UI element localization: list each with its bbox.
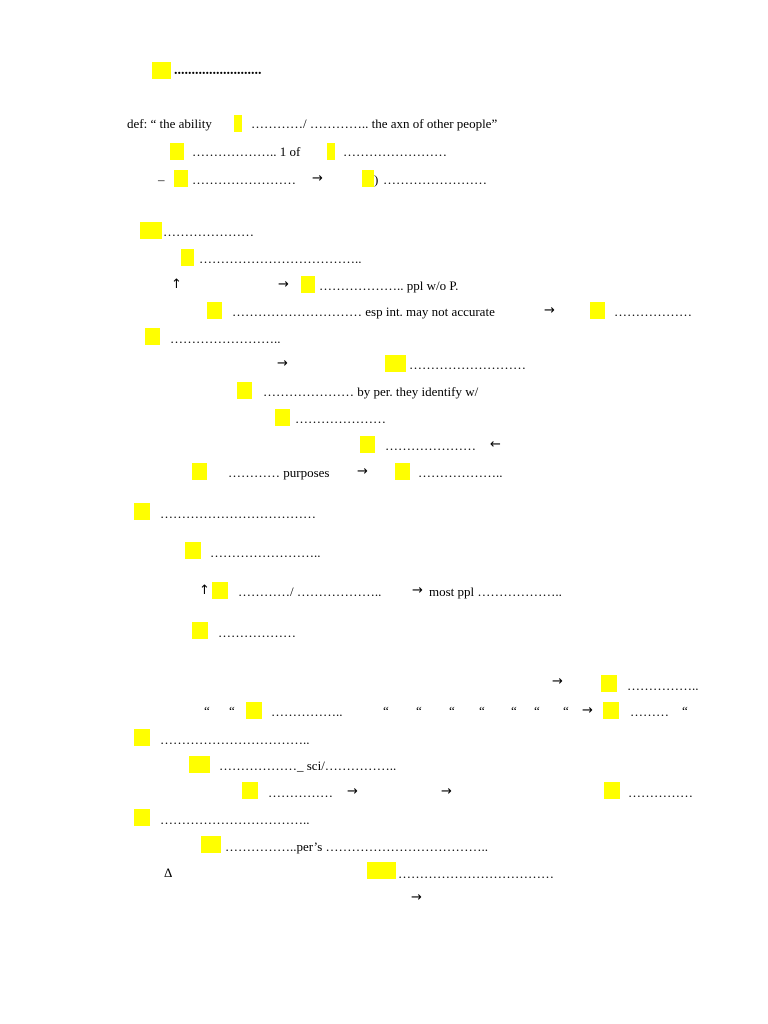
definition-label: def: “ the ability bbox=[127, 116, 212, 131]
line-text: ……………………… bbox=[409, 357, 526, 372]
page-title: ......................... bbox=[174, 63, 262, 78]
highlight-blank bbox=[327, 143, 335, 160]
section-heading: ……………………………… bbox=[160, 506, 316, 521]
highlight-blank bbox=[174, 170, 188, 187]
highlight-blank bbox=[362, 170, 374, 187]
line-text: …………………… bbox=[383, 172, 487, 187]
highlight-blank bbox=[604, 782, 620, 799]
line-text: ……………… bbox=[614, 304, 692, 319]
highlight-blank bbox=[275, 409, 290, 426]
right-arrow-icon: → bbox=[552, 674, 563, 689]
highlight-blank bbox=[185, 542, 201, 559]
highlight-blank bbox=[152, 62, 171, 79]
delta-symbol: Δ bbox=[164, 865, 173, 880]
definition-text: …………/ ………….. the axn of other people” bbox=[251, 116, 498, 131]
right-arrow-icon: → bbox=[278, 277, 289, 292]
highlight-blank bbox=[360, 436, 375, 453]
highlight-blank bbox=[603, 702, 619, 719]
quote-mark: “ bbox=[449, 703, 455, 718]
highlight-blank bbox=[212, 582, 228, 599]
highlight-blank bbox=[201, 836, 221, 853]
highlight-blank bbox=[385, 355, 406, 372]
highlight-blank bbox=[145, 328, 160, 345]
highlight-blank bbox=[601, 675, 617, 692]
right-arrow-icon: → bbox=[412, 583, 423, 598]
line-text: ……………….. ppl w/o P. bbox=[319, 278, 459, 293]
line-text: …………….. bbox=[271, 704, 343, 719]
highlight-blank bbox=[192, 622, 208, 639]
highlight-blank bbox=[246, 702, 262, 719]
highlight-blank bbox=[237, 382, 252, 399]
highlight-blank bbox=[367, 862, 396, 879]
section-heading: ………………… bbox=[163, 224, 254, 239]
line-text: most ppl ……………….. bbox=[429, 584, 562, 599]
line-text: …………………….. bbox=[170, 331, 281, 346]
line-text: ……………… bbox=[218, 625, 296, 640]
highlight-blank bbox=[134, 503, 150, 520]
line-text: …………………………….. bbox=[160, 732, 310, 747]
line-text: ………………… by per. they identify w/ bbox=[263, 384, 479, 399]
line-text: ……………………………… bbox=[398, 866, 554, 881]
line-text: …………… bbox=[268, 785, 333, 800]
highlight-blank bbox=[301, 276, 315, 293]
highlight-blank bbox=[590, 302, 605, 319]
right-arrow-icon: → bbox=[277, 356, 288, 371]
line-text: ……………………………….. bbox=[199, 251, 362, 266]
line-text: …………… bbox=[628, 785, 693, 800]
line-text: ………… purposes bbox=[228, 465, 330, 480]
right-arrow-icon: → bbox=[544, 303, 555, 318]
right-arrow-icon: → bbox=[441, 784, 452, 799]
line-text: ………………………… esp int. may not accurate bbox=[232, 304, 495, 319]
line-text: ………………… bbox=[295, 411, 386, 426]
quote-mark: “ bbox=[682, 703, 688, 718]
highlight-blank bbox=[140, 222, 162, 239]
quote-mark: “ bbox=[229, 703, 235, 718]
quote-mark: “ bbox=[383, 703, 389, 718]
highlight-blank bbox=[395, 463, 410, 480]
line-text: …………………… bbox=[343, 144, 447, 159]
highlight-blank bbox=[242, 782, 258, 799]
dash-symbol: – bbox=[158, 172, 165, 187]
line-text: …………….. bbox=[627, 678, 699, 693]
line-text: ……… bbox=[630, 704, 669, 719]
highlight-blank bbox=[134, 729, 150, 746]
quote-mark: “ bbox=[563, 703, 569, 718]
quote-mark: “ bbox=[416, 703, 422, 718]
left-arrow-icon: ← bbox=[490, 437, 501, 452]
right-arrow-icon: → bbox=[347, 784, 358, 799]
highlight-blank bbox=[181, 249, 194, 266]
line-text: …………………………….. bbox=[160, 812, 310, 827]
quote-mark: “ bbox=[479, 703, 485, 718]
paren-symbol: ) bbox=[374, 172, 379, 187]
right-arrow-icon: → bbox=[312, 171, 323, 186]
highlight-blank bbox=[192, 463, 207, 480]
line-text: ………………… bbox=[385, 438, 476, 453]
line-text: ……………..per’s ……………………………….. bbox=[225, 839, 489, 854]
up-arrow-icon: ↑ bbox=[171, 277, 182, 292]
right-arrow-icon: → bbox=[582, 703, 593, 718]
quote-mark: “ bbox=[204, 703, 210, 718]
highlight-blank bbox=[134, 809, 150, 826]
line-text: ……………….. bbox=[418, 465, 503, 480]
highlight-blank bbox=[189, 756, 210, 773]
line-text: …………/ ……………….. bbox=[238, 584, 382, 599]
line-text: …………………….. bbox=[210, 545, 321, 560]
quote-mark: “ bbox=[534, 703, 540, 718]
right-arrow-icon: → bbox=[357, 464, 368, 479]
highlight-blank bbox=[207, 302, 222, 319]
up-arrow-icon: ↑ bbox=[199, 583, 210, 598]
quote-mark: “ bbox=[511, 703, 517, 718]
highlight-blank bbox=[170, 143, 184, 160]
highlight-blank bbox=[234, 115, 242, 132]
line-text: ……………….. 1 of bbox=[192, 144, 301, 159]
right-arrow-icon: → bbox=[411, 890, 422, 905]
line-text: ………………_ sci/…………….. bbox=[219, 758, 397, 773]
line-text: …………………… bbox=[192, 172, 296, 187]
